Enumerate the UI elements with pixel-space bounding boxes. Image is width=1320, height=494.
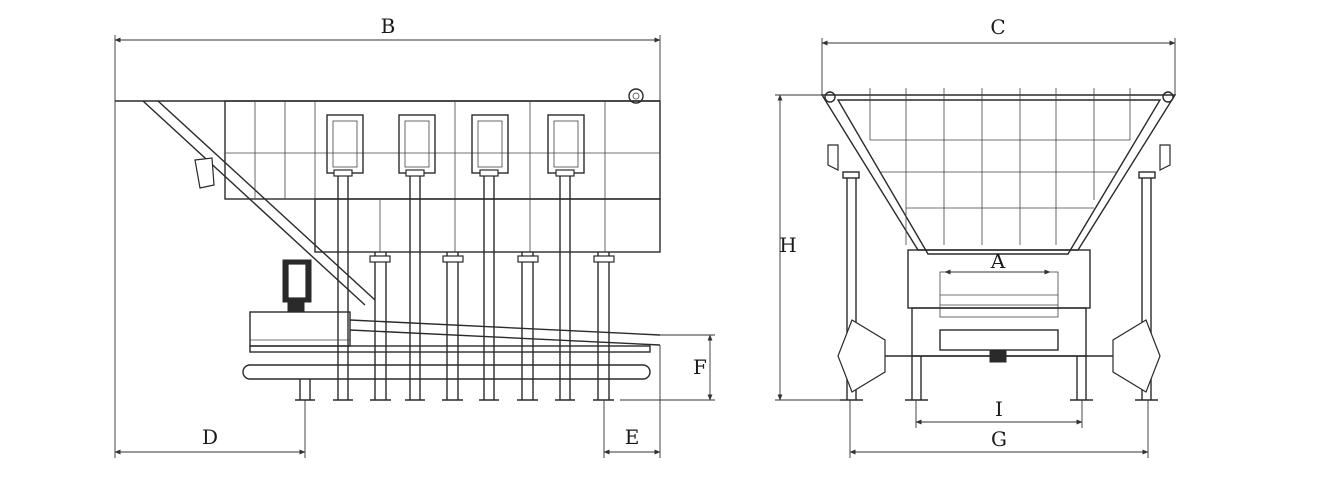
label-b: B <box>381 14 396 38</box>
weighing-hopper <box>326 114 364 174</box>
weighing-hopper <box>398 114 436 174</box>
label-g: G <box>991 427 1007 451</box>
label-d: D <box>202 425 218 449</box>
label-a: A <box>990 249 1006 273</box>
dimension-h: H <box>775 94 845 401</box>
dimension-g: G <box>849 400 1149 458</box>
weighing-hopper <box>547 114 585 174</box>
dimension-a: A <box>944 249 1051 275</box>
label-c: C <box>990 15 1005 39</box>
dimension-e: E <box>603 345 661 458</box>
dimension-f: F <box>620 334 715 401</box>
dimension-c: C <box>821 15 1176 95</box>
dimension-i: I <box>915 397 1083 428</box>
dimension-b: B <box>114 14 661 101</box>
front-view <box>820 88 1177 401</box>
label-h: H <box>779 233 796 257</box>
label-e: E <box>625 425 640 449</box>
weighing-hopper <box>471 114 509 174</box>
side-view <box>115 88 661 401</box>
dimension-d: D <box>114 101 306 458</box>
label-f: F <box>693 355 707 379</box>
label-i: I <box>995 397 1003 421</box>
